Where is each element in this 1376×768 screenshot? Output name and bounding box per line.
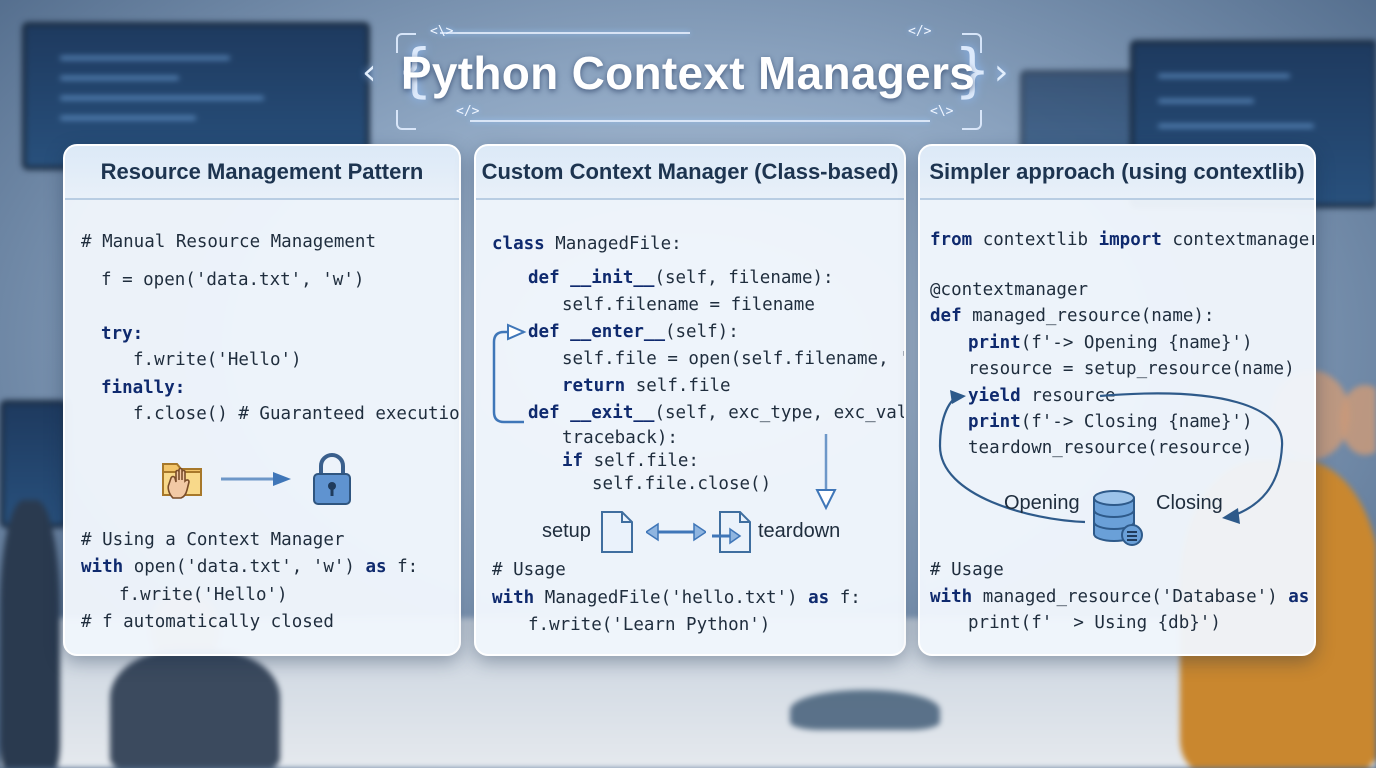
database-icon — [1090, 490, 1146, 548]
teardown-label: teardown — [758, 520, 841, 542]
if-keyword: if — [562, 451, 584, 471]
panel-header: Resource Management Pattern — [65, 146, 459, 200]
code-line: def __init__(self, filename): — [528, 268, 834, 288]
code-line: f.write('Hello') — [119, 585, 288, 605]
class-keyword: class — [492, 234, 545, 254]
arrow-right-icon — [221, 471, 291, 487]
panel-title: Custom Context Manager (Class-based) — [481, 159, 899, 184]
code-comment: # Usage — [492, 560, 566, 580]
code-comment: # Usage — [930, 560, 1004, 580]
method-name: __enter__ — [570, 322, 665, 342]
code-line: if self.file: — [562, 451, 699, 471]
code-line: f.close() # Guaranteed execution — [133, 404, 461, 424]
title-banner: <\> </> </> <\> ‹ › { } Python Context M… — [0, 24, 1376, 130]
chevron-right-icon: › — [994, 52, 1009, 93]
code-comment: # f automatically closed — [81, 612, 334, 632]
code-line: self.filename = filename — [562, 295, 815, 315]
code-comment: # Using a Context Manager — [81, 530, 345, 550]
import-keyword: import — [1098, 230, 1162, 250]
right-brace-icon: } — [954, 36, 991, 104]
code-line: class ManagedFile: — [492, 234, 682, 254]
as-keyword: as — [808, 588, 830, 608]
as-keyword: as — [1288, 587, 1310, 607]
enter-exit-flow-arrows — [492, 323, 837, 511]
code-line: f = open('data.txt', 'w') — [101, 270, 365, 290]
print-keyword: print — [968, 333, 1021, 353]
as-keyword: as — [365, 557, 387, 577]
print-keyword: print — [968, 412, 1021, 432]
code-line: traceback): — [562, 428, 678, 448]
code-line: return self.file — [562, 376, 731, 396]
folder-hand-icon — [159, 454, 207, 500]
panel-header: Simpler approach (using contextlib) — [920, 146, 1314, 200]
def-keyword: def — [930, 306, 962, 326]
left-brace-icon: { — [396, 36, 433, 104]
from-keyword: from — [930, 230, 973, 250]
code-decorator: @contextmanager — [930, 280, 1089, 300]
panel-title: Simpler approach (using contextlib) — [929, 159, 1305, 184]
code-tag-icon: </> — [456, 104, 480, 119]
panel-contextlib: Simpler approach (using contextlib) from… — [918, 144, 1316, 656]
code-line: def __exit__(self, exc_type, exc_value, — [528, 403, 906, 423]
code-line: with ManagedFile('hello.txt') as f: — [492, 588, 861, 608]
code-line: yield resource — [968, 386, 1116, 406]
code-line: with managed_resource('Database') as db: — [930, 587, 1310, 607]
code-line: self.file.close() — [592, 474, 772, 494]
code-line: f.write('Hello') — [133, 350, 302, 370]
code-line: teardown_resource(resource) — [968, 438, 1253, 458]
opening-label: Opening — [1004, 492, 1080, 514]
def-keyword: def — [528, 322, 560, 342]
def-keyword: def — [528, 403, 560, 423]
panel-title: Resource Management Pattern — [100, 159, 424, 184]
code-line: print(f'-> Closing {name}') — [968, 412, 1253, 432]
panel-resource-management: Resource Management Pattern # Manual Res… — [63, 144, 461, 656]
def-keyword: def — [528, 268, 560, 288]
code-line: def managed_resource(name): — [930, 306, 1215, 326]
with-keyword: with — [930, 587, 973, 607]
yield-keyword: yield — [968, 386, 1021, 406]
panel-class-based: Custom Context Manager (Class-based) cla… — [474, 144, 906, 656]
code-line: print(f'-> Opening {name}') — [968, 333, 1253, 353]
document-icon — [600, 510, 634, 554]
document-arrow-icon — [712, 510, 754, 554]
generator-cycle-arrows — [938, 390, 1284, 524]
chevron-left-icon: ‹ — [362, 52, 377, 93]
code-line: with open('data.txt', 'w') as f: — [81, 557, 419, 577]
with-keyword: with — [492, 588, 535, 608]
code-tag-icon: <\> — [930, 104, 954, 119]
code-line: self.file = open(self.filename, 'w') — [562, 349, 906, 369]
page-title: Python Context Managers — [400, 47, 976, 99]
code-line: from contextlib import contextmanager — [930, 230, 1316, 250]
code-tag-icon: </> — [908, 24, 932, 39]
code-tag-icon: <\> — [430, 24, 454, 39]
setup-label: setup — [542, 520, 591, 542]
code-comment: # Manual Resource Management — [81, 232, 377, 252]
code-line: f.write('Learn Python') — [528, 615, 771, 635]
code-keyword: try: — [101, 324, 144, 344]
closing-label: Closing — [1156, 492, 1223, 514]
return-keyword: return — [562, 376, 626, 396]
double-arrow-icon — [644, 522, 708, 542]
method-name: __init__ — [570, 268, 655, 288]
code-line: resource = setup_resource(name) — [968, 359, 1295, 379]
method-name: __exit__ — [570, 403, 655, 423]
padlock-icon — [311, 452, 353, 506]
code-line: def __enter__(self): — [528, 322, 739, 342]
code-keyword: finally: — [101, 378, 186, 398]
panel-header: Custom Context Manager (Class-based) — [476, 146, 904, 200]
code-line: print(f' > Using {db}') — [968, 613, 1221, 633]
with-keyword: with — [81, 557, 124, 577]
